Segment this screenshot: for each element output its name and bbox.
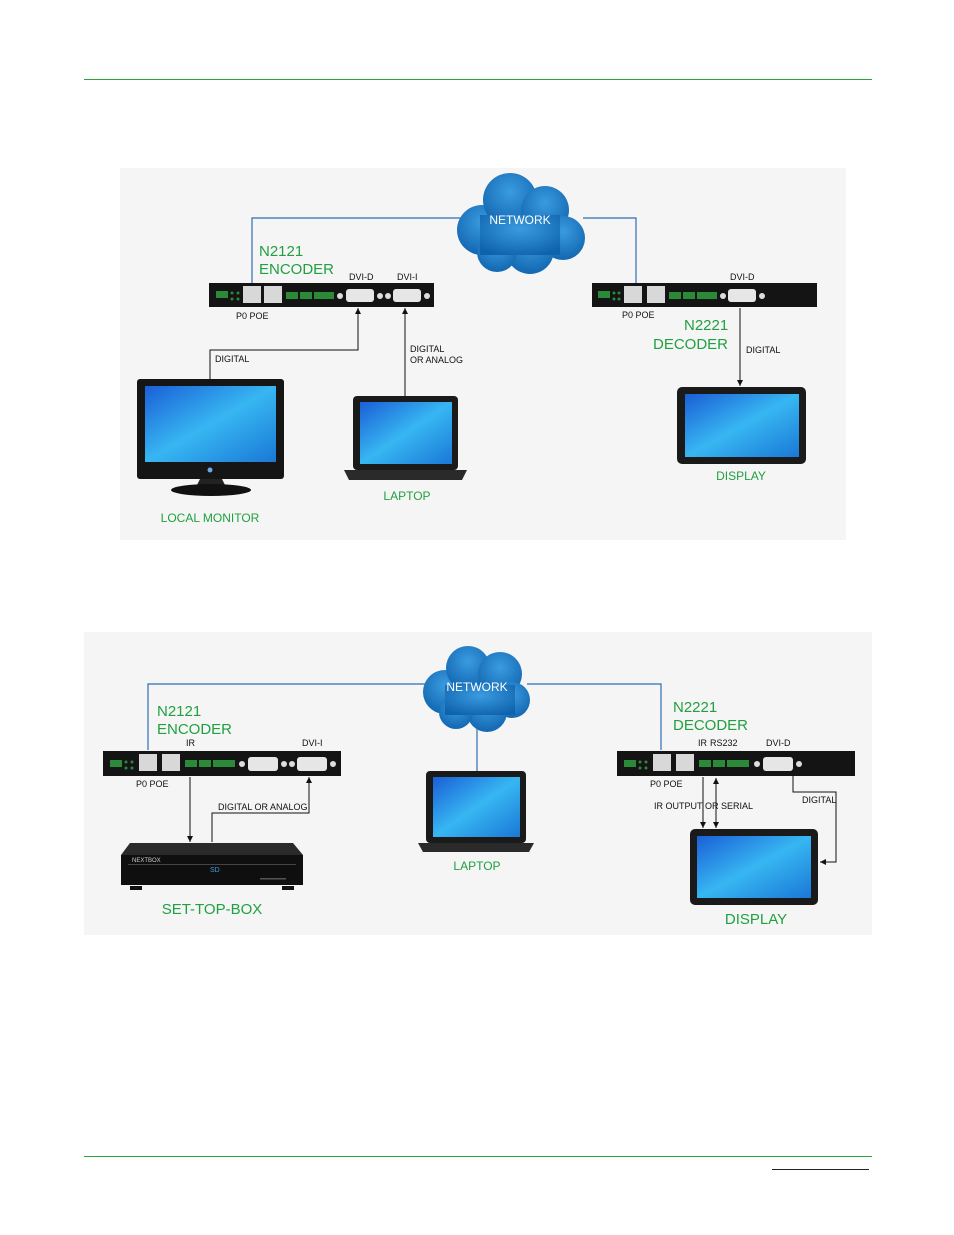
header-rule <box>84 79 872 80</box>
d1-network-label: NETWORK <box>489 213 550 227</box>
d2-serial-label: SERIAL <box>721 801 753 811</box>
d2-encoder-device <box>103 751 341 776</box>
d2-set-top-box-label: SET-TOP-BOX <box>162 901 263 918</box>
d1-encoder-type: ENCODER <box>259 261 334 278</box>
d2-decoder-model: N2221 <box>673 699 717 716</box>
d1-monitor-signal-label: DIGITAL <box>215 354 249 364</box>
d2-or-label: OR <box>705 801 719 811</box>
d1-encoder-dvii-port <box>393 289 421 302</box>
d1-encoder-device <box>209 283 434 307</box>
d1-decoder-dvid-label: DVI-D <box>730 272 755 282</box>
d2-digital-wire <box>792 770 837 865</box>
d2-decoder-dvid-port <box>763 757 793 771</box>
d2-decoder-network-line <box>527 683 662 750</box>
d2-set-top-box: NEXTBOX SD <box>121 843 303 890</box>
d2-decoder-poe-label: P0 POE <box>650 779 683 789</box>
d1-display-label: DISPLAY <box>716 469 766 483</box>
d2-encoder-dvii-label: DVI-I <box>302 738 323 748</box>
d1-encoder-dvid-port <box>346 289 374 302</box>
d2-encoder-ir-label: IR <box>186 738 196 748</box>
d2-network-label: NETWORK <box>446 680 507 694</box>
d2-display-label: DISPLAY <box>725 911 787 928</box>
d2-laptop <box>418 771 534 852</box>
d2-encoder-dvii-port <box>297 757 327 771</box>
d1-encoder-network-line <box>251 217 462 284</box>
d2-decoder-ir-label: IR <box>698 738 708 748</box>
d1-decoder-network-line <box>583 217 637 290</box>
d1-network-cloud: NETWORK <box>457 173 585 274</box>
d1-display-signal-label: DIGITAL <box>746 345 780 355</box>
d1-encoder-poe-label: P0 POE <box>236 311 269 321</box>
d2-encoder-network-line <box>147 683 428 750</box>
d1-decoder-device <box>592 283 817 307</box>
d1-encoder-dvid-label: DVI-D <box>349 272 374 282</box>
d1-encoder-model: N2121 <box>259 243 303 260</box>
d2-stb-wire <box>211 777 312 842</box>
d2-decoder-type: DECODER <box>673 717 748 734</box>
d1-decoder-type: DECODER <box>653 336 728 353</box>
d1-local-monitor <box>137 379 284 496</box>
d2-laptop-label: LAPTOP <box>453 859 500 873</box>
d1-display <box>677 387 806 464</box>
d1-decoder-poe-label: P0 POE <box>622 310 655 320</box>
d2-decoder-dvid-label: DVI-D <box>766 738 791 748</box>
d1-local-monitor-label: LOCAL MONITOR <box>161 511 260 525</box>
d2-stb-brand: NEXTBOX <box>132 858 161 864</box>
d1-laptop <box>344 396 467 480</box>
d2-display <box>690 829 818 905</box>
diagram-2: NETWORK N2121 ENCODER IR DVI-I <box>84 632 872 935</box>
d2-decoder-device <box>617 751 855 776</box>
d2-encoder-model: N2121 <box>157 703 201 720</box>
d1-decoder-model: N2221 <box>684 317 728 334</box>
d1-laptop-signal-label-2: OR ANALOG <box>410 355 463 365</box>
d2-encoder-type: ENCODER <box>157 721 232 738</box>
footer-link-underline <box>772 1169 869 1170</box>
diagram-1: NETWORK N2121 ENCODER DVI-D DVI- <box>120 168 846 540</box>
d2-ir-output-label: IR OUTPUT <box>654 801 703 811</box>
d1-encoder-dvii-label: DVI-I <box>397 272 418 282</box>
d2-decoder-rs232-label: RS232 <box>710 738 738 748</box>
d1-monitor-wire <box>209 308 361 381</box>
d2-stb-signal-label: DIGITAL OR ANALOG <box>218 802 308 812</box>
d2-encoder-poe-label: P0 POE <box>136 779 169 789</box>
d2-stb-display: SD <box>210 867 220 874</box>
d1-decoder-dvid-port <box>728 289 756 302</box>
footer-rule <box>84 1156 872 1157</box>
d2-network-cloud: NETWORK <box>423 646 530 732</box>
d1-laptop-label: LAPTOP <box>383 489 430 503</box>
d2-digital-label: DIGITAL <box>802 795 836 805</box>
d1-laptop-signal-label-1: DIGITAL <box>410 344 444 354</box>
